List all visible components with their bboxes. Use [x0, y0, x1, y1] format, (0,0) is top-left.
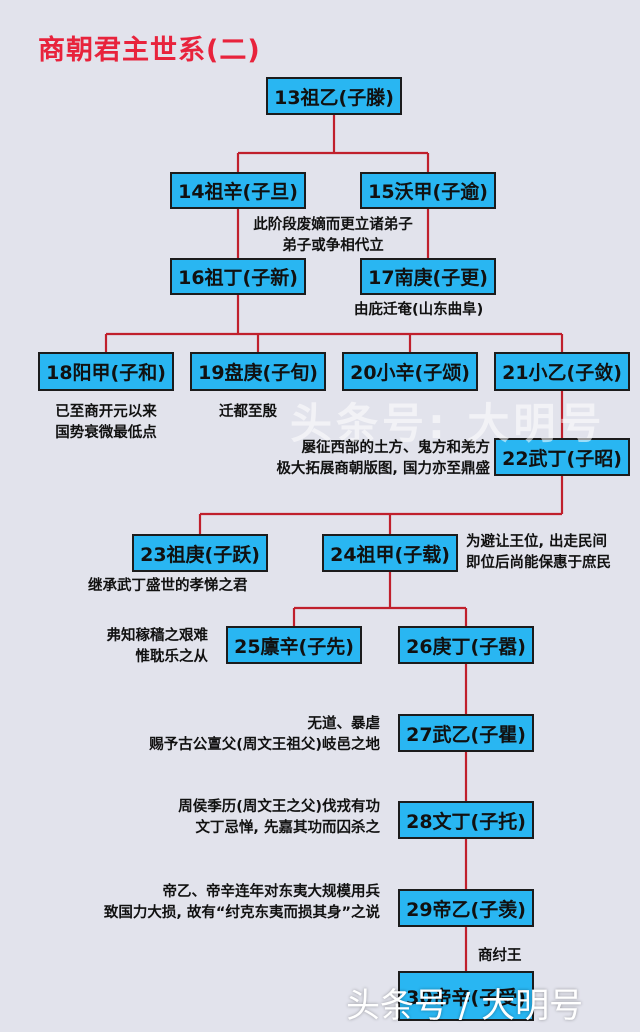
note-line: 赐予古公亶父(周文王祖父)岐邑之地: [149, 737, 380, 753]
note-24: 为避让王位, 出走民间 即位后尚能保惠于庶民: [466, 532, 611, 574]
note-25: 弗知稼穑之艰难 惟耽乐之从: [107, 626, 209, 668]
node-21-xiaoyi: 21小乙(子敛): [494, 352, 630, 391]
note-line: 文丁忌惮, 先嘉其功而囚杀之: [195, 820, 380, 836]
note-line: 国势衰微最低点: [55, 425, 157, 441]
note-23: 继承武丁盛世的孝悌之君: [88, 576, 248, 597]
note-line: 商纣王: [478, 948, 522, 964]
note-line: 屡征西部的土方、鬼方和羌方: [301, 440, 491, 456]
note-line: 周侯季历(周文王之父)伐戎有功: [178, 799, 380, 815]
note-line: 极大拓展商朝版图, 国力亦至鼎盛: [276, 461, 490, 477]
node-15-wojia: 15沃甲(子逾): [360, 172, 496, 209]
note-28: 周侯季历(周文王之父)伐戎有功 文丁忌惮, 先嘉其功而囚杀之: [178, 797, 380, 839]
note-line: 迁都至殷: [219, 404, 277, 420]
note-29: 帝乙、帝辛连年对东夷大规模用兵 致国力大损, 故有“纣克东夷而损其身”之说: [104, 882, 380, 924]
note-line: 已至商开元以来: [55, 404, 157, 420]
note-line: 帝乙、帝辛连年对东夷大规模用兵: [162, 884, 381, 900]
diagram-title: 商朝君主世系(二): [38, 35, 261, 66]
node-20-xiaoxin: 20小辛(子颂): [342, 352, 478, 391]
node-26-gengding: 26庚丁(子嚣): [398, 626, 534, 664]
note-line: 弟子或争相代立: [282, 238, 384, 254]
note-line: 即位后尚能保惠于庶民: [466, 555, 611, 571]
note-line: 为避让王位, 出走民间: [466, 534, 608, 550]
note-line: 无道、暴虐: [307, 716, 381, 732]
node-13-zuyi: 13祖乙(子滕): [266, 77, 402, 115]
node-24-zujia: 24祖甲(子载): [322, 534, 458, 572]
node-16-zuding: 16祖丁(子新): [170, 258, 306, 295]
node-29-diyi: 29帝乙(子羡): [398, 889, 534, 927]
note-line: 弗知稼穑之艰难: [106, 628, 209, 644]
note-30: 商纣王: [478, 946, 522, 967]
note-line: 继承武丁盛世的孝悌之君: [88, 578, 248, 594]
note-14-15: 此阶段废嫡而更立诸弟子 弟子或争相代立: [236, 215, 430, 257]
node-17-nangeng: 17南庚(子更): [360, 258, 496, 295]
node-18-yangjia: 18阳甲(子和): [38, 352, 174, 391]
note-22: 屡征西部的土方、鬼方和羌方 极大拓展商朝版图, 国力亦至鼎盛: [276, 438, 490, 480]
node-25-linxin: 25廪辛(子先): [226, 626, 362, 664]
node-19-pangeng: 19盘庚(子旬): [190, 352, 326, 391]
note-line: 惟耽乐之从: [135, 649, 209, 665]
note-19: 迁都至殷: [219, 402, 277, 423]
note-17: 由庇迁奄(山东曲阜): [354, 300, 483, 321]
note-27: 无道、暴虐 赐予古公亶父(周文王祖父)岐邑之地: [149, 714, 380, 756]
node-22-wuding: 22武丁(子昭): [494, 438, 630, 476]
node-27-wuyi: 27武乙(子瞿): [398, 714, 534, 752]
node-14-zuxin: 14祖辛(子旦): [170, 172, 306, 209]
node-30-dixin: 30帝辛(子受): [398, 971, 534, 1021]
note-line: 此阶段废嫡而更立诸弟子: [253, 217, 413, 233]
note-line: 由庇迁奄(山东曲阜): [354, 302, 484, 318]
note-18: 已至商开元以来 国势衰微最低点: [36, 402, 176, 444]
note-line: 致国力大损, 故有“纣克东夷而损其身”之说: [103, 905, 380, 921]
node-28-wending: 28文丁(子托): [398, 801, 534, 839]
node-23-zugeng: 23祖庚(子跃): [132, 534, 268, 572]
